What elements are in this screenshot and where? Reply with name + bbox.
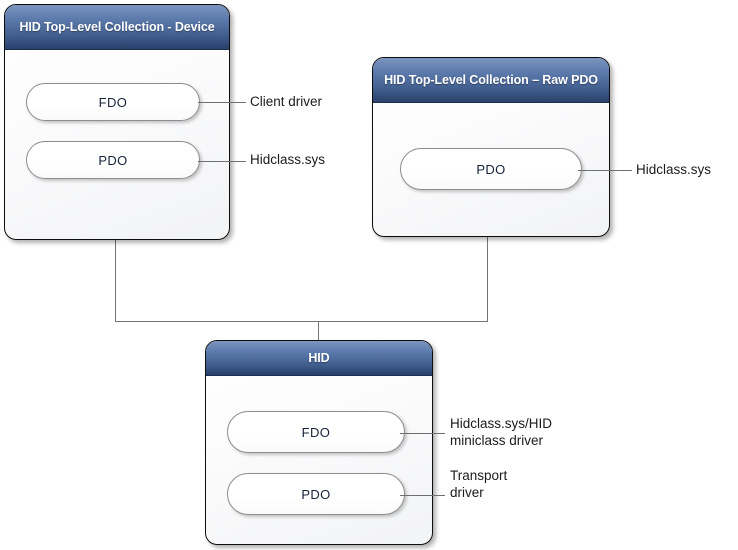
connector-vertical-to-hid [318, 321, 319, 341]
node-header-tlc-raw-pdo: HID Top-Level Collection – Raw PDO [373, 58, 609, 103]
leader-line-client-driver [198, 102, 246, 103]
connector-vertical-left [115, 240, 116, 321]
pill-pdo-tlc-device[interactable]: PDO [26, 141, 200, 179]
connector-horizontal-bus [115, 321, 488, 322]
leader-line-transport-driver [400, 495, 445, 496]
pill-label: FDO [301, 424, 331, 440]
node-hid-top-level-collection-raw-pdo[interactable]: HID Top-Level Collection – Raw PDO [372, 57, 610, 237]
pill-label: PDO [98, 152, 128, 168]
callout-hidclass-sys-raw-pdo: Hidclass.sys [636, 162, 712, 177]
pill-pdo-tlc-raw-pdo[interactable]: PDO [400, 148, 582, 190]
node-hid-top-level-collection-device[interactable]: HID Top-Level Collection - Device [4, 4, 230, 240]
node-header-tlc-device: HID Top-Level Collection - Device [5, 5, 229, 50]
pill-fdo-tlc-device[interactable]: FDO [26, 83, 200, 121]
node-body-hid [206, 376, 432, 544]
callout-transport-driver: Transport driver [450, 468, 508, 500]
leader-line-hidclass-miniclass [400, 433, 445, 434]
pill-pdo-hid[interactable]: PDO [227, 473, 405, 515]
leader-line-hidclass-sys-raw-pdo [578, 170, 632, 171]
pill-fdo-hid[interactable]: FDO [227, 411, 405, 453]
node-header-hid: HID [206, 341, 432, 376]
leader-line-hidclass-sys-device [198, 161, 246, 162]
pill-label: PDO [301, 486, 331, 502]
callout-hidclass-sys-device: Hidclass.sys [250, 152, 326, 167]
pill-label: PDO [476, 161, 506, 177]
pill-label: FDO [98, 94, 128, 110]
callout-hidclass-miniclass-driver: Hidclass.sys/HID miniclass driver [450, 416, 553, 448]
callout-client-driver: Client driver [250, 94, 323, 109]
connector-vertical-right [487, 237, 488, 321]
